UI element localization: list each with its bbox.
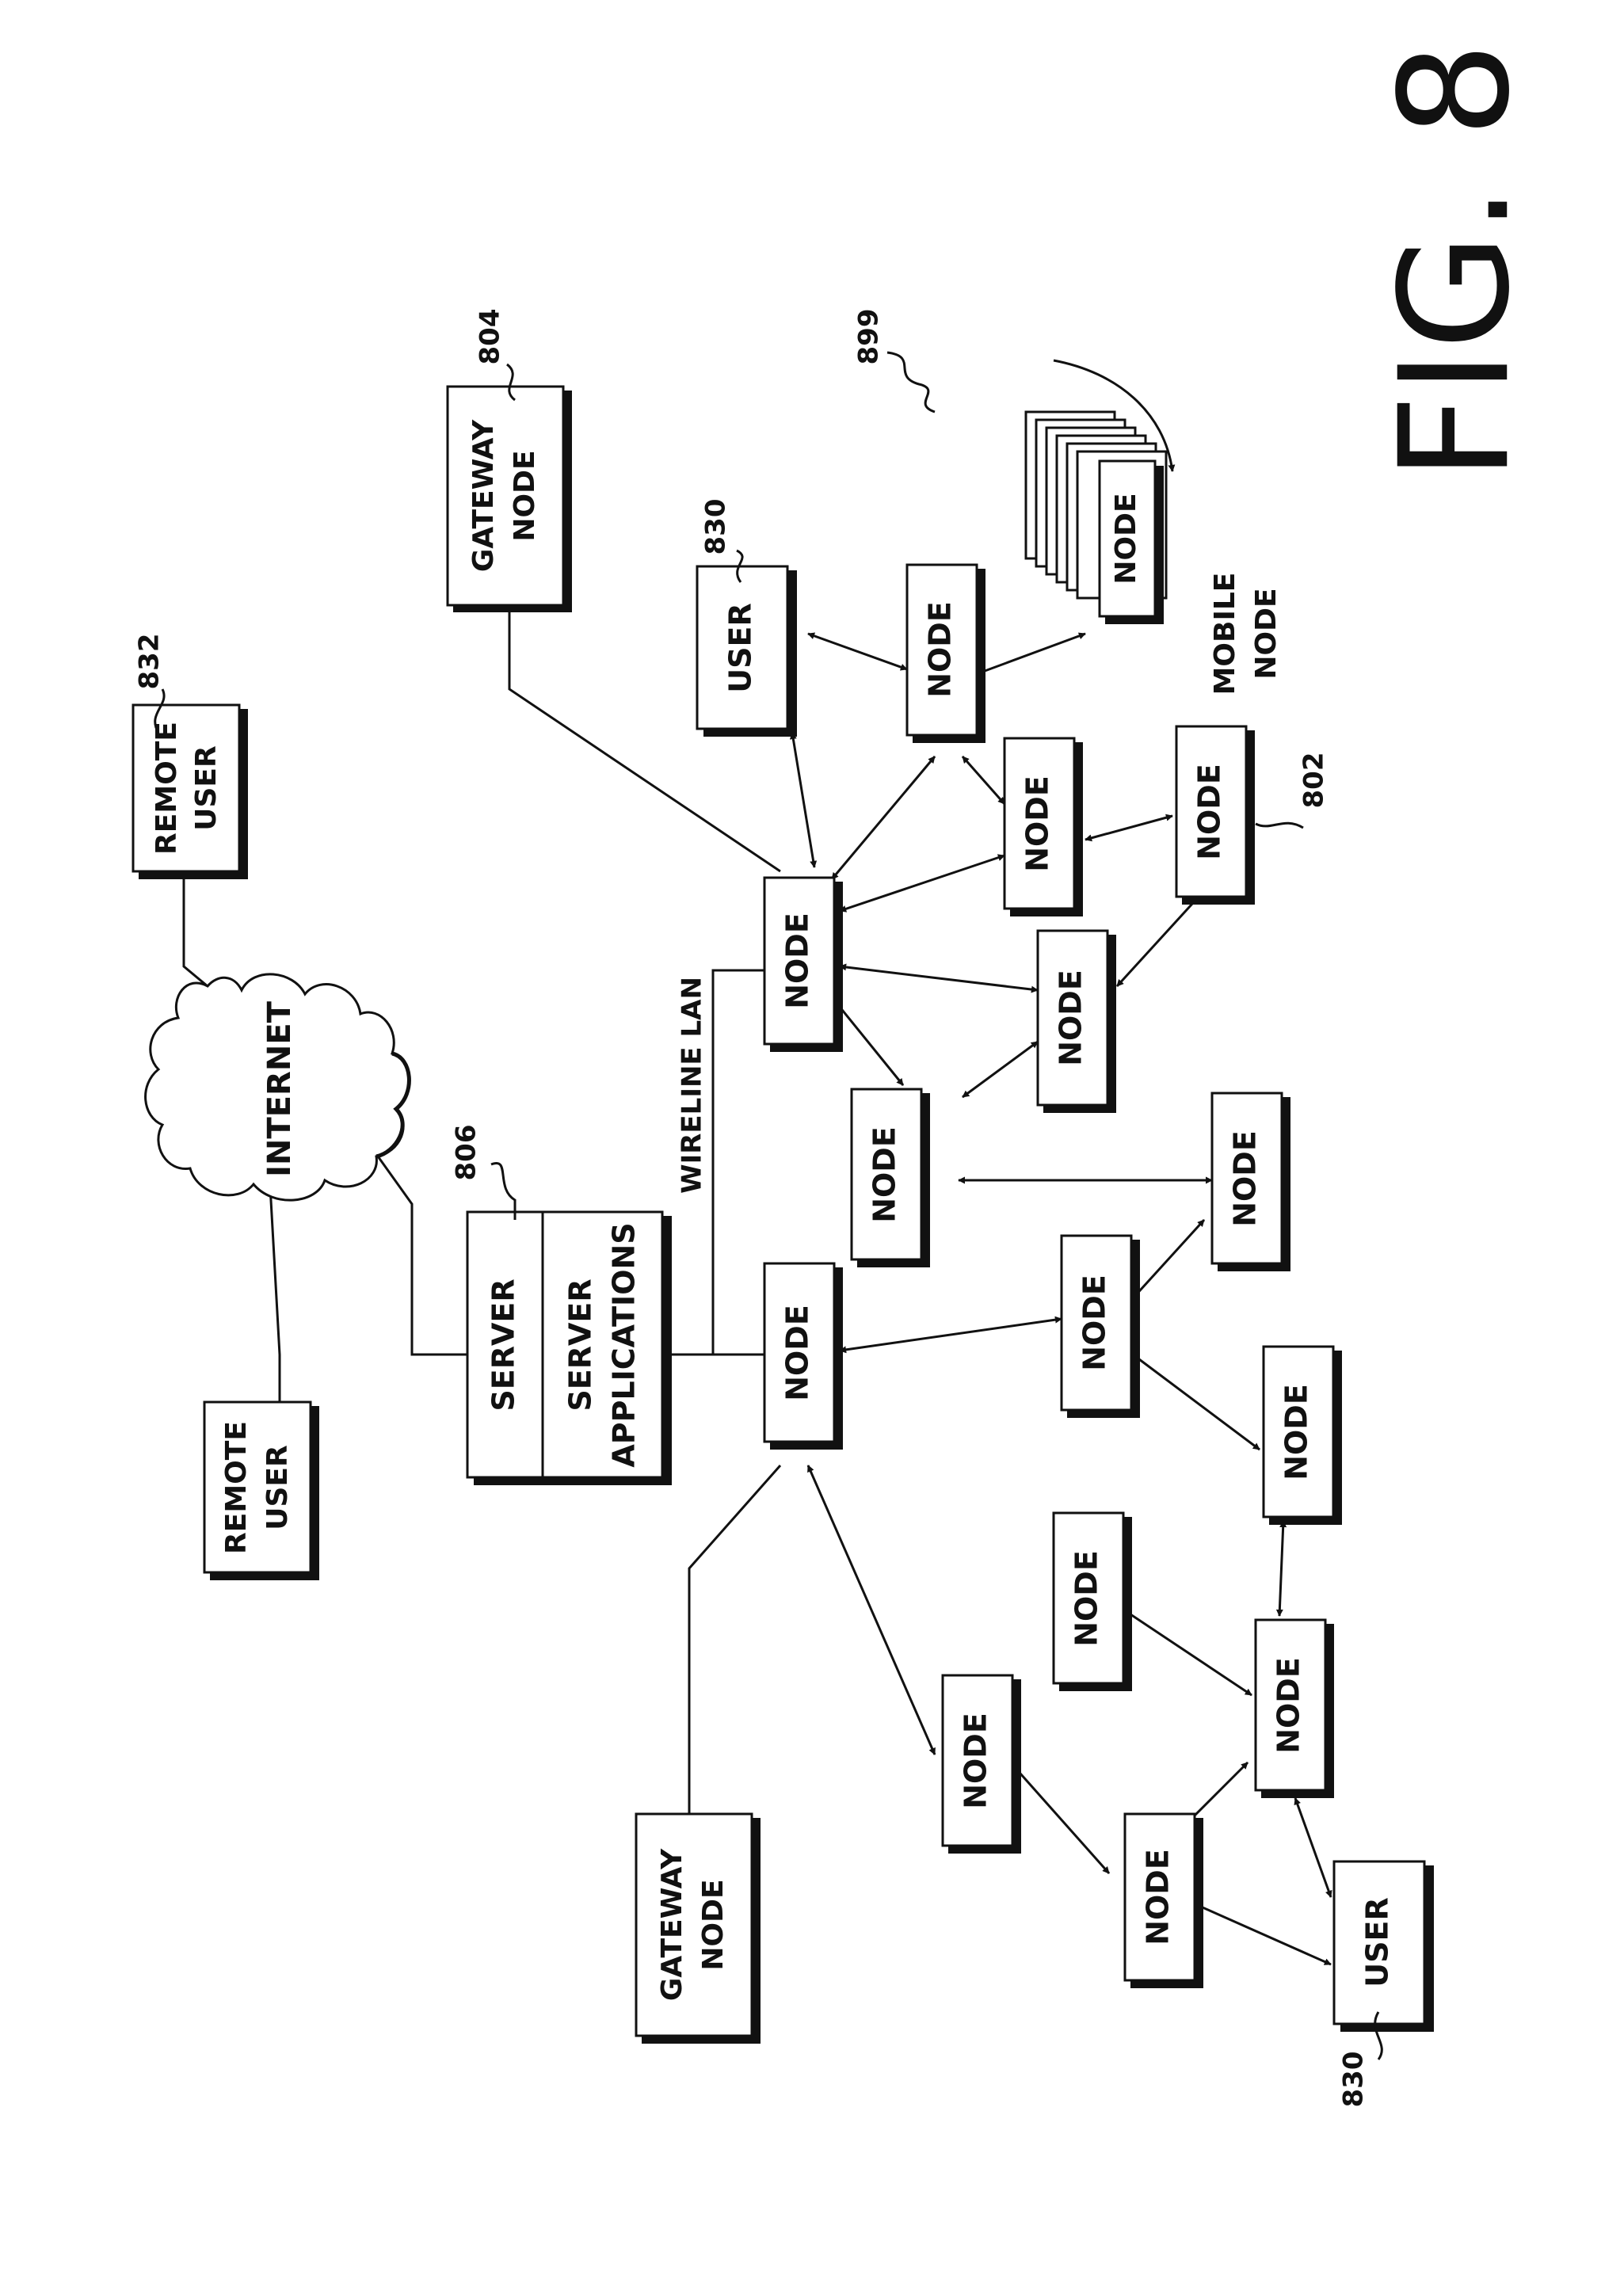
remote-user-label-2: USER	[190, 745, 223, 830]
node-lower-4: NODE	[1125, 1814, 1203, 1988]
node-middle-1: NODE	[1038, 931, 1116, 1113]
ref-830: 830	[700, 499, 732, 555]
reference-806: 806	[451, 1125, 516, 1220]
wired-connections	[184, 606, 780, 1814]
node-label: NODE	[1279, 1384, 1314, 1480]
gateway-label-1: GATEWAY	[467, 419, 500, 572]
gateway-node-804: GATEWAY NODE	[448, 387, 572, 612]
node-label: NODE	[1069, 1550, 1104, 1647]
remote-user-label-2: USER	[261, 1445, 294, 1530]
internet-label: INTERNET	[261, 1000, 298, 1177]
gateway-label-2: NODE	[509, 450, 541, 541]
user-label: USER	[723, 603, 758, 692]
node-label: NODE	[1110, 493, 1142, 584]
remote-user-bottom: REMOTE USER	[204, 1402, 319, 1580]
node-label: NODE	[923, 601, 958, 698]
node-middle-3: NODE	[1212, 1093, 1290, 1271]
user-830-top: USER	[697, 566, 797, 737]
gateway-label-2: NODE	[697, 1879, 730, 1970]
node-label: NODE	[1077, 1275, 1112, 1371]
ref-830: 830	[1338, 2052, 1370, 2108]
node-label: NODE	[780, 1305, 815, 1401]
node-label: NODE	[780, 913, 815, 1009]
ref-832: 832	[134, 634, 166, 690]
wireline-lan-label: WIRELINE LAN	[677, 977, 708, 1194]
node-label: NODE	[1192, 764, 1227, 860]
node-label: NODE	[1054, 970, 1088, 1066]
server-applications-label-2: APPLICATIONS	[607, 1222, 642, 1467]
node-upper-2: NODE	[1005, 738, 1083, 916]
node-main-top: NODE	[764, 878, 843, 1052]
mobile-node-stack: NODE	[1026, 360, 1172, 624]
node-label: NODE	[1271, 1657, 1306, 1754]
node-middle-4: NODE	[1062, 1236, 1140, 1418]
server-806: SERVER SERVER APPLICATIONS	[467, 1212, 672, 1485]
node-main-bottom: NODE	[764, 1263, 843, 1450]
node-label: NODE	[1020, 775, 1055, 872]
node-label: NODE	[959, 1713, 993, 1809]
node-label: NODE	[1141, 1849, 1176, 1945]
node-label: NODE	[1228, 1130, 1263, 1227]
node-middle-5: NODE	[1264, 1347, 1342, 1525]
reference-899: 899	[853, 309, 936, 412]
user-label: USER	[1360, 1897, 1395, 1987]
user-830-bottom: USER	[1334, 1861, 1434, 2032]
remote-user-label-1: REMOTE	[151, 722, 183, 855]
ref-804: 804	[475, 309, 506, 365]
node-upper-1: NODE	[907, 565, 985, 743]
ref-802: 802	[1298, 753, 1330, 809]
remote-user-label-1: REMOTE	[220, 1421, 253, 1554]
node-lower-2: NODE	[1256, 1620, 1334, 1798]
mobile-node-label-1: MOBILE	[1209, 573, 1241, 695]
node-802: NODE	[1176, 726, 1255, 905]
internet-cloud: INTERNET	[146, 974, 410, 1200]
ref-899: 899	[853, 309, 885, 365]
server-label: SERVER	[486, 1278, 521, 1411]
gateway-node-bottom: GATEWAY NODE	[636, 1814, 761, 2044]
node-middle-2: NODE	[852, 1089, 930, 1267]
node-lower-1: NODE	[1054, 1513, 1132, 1691]
figure-label: FIG. 8	[1367, 42, 1542, 481]
mobile-node-label-2: NODE	[1250, 588, 1283, 679]
remote-user-832: REMOTE USER	[133, 705, 248, 879]
node-label: NODE	[867, 1126, 902, 1223]
node-lower-3: NODE	[943, 1675, 1021, 1854]
server-applications-label-1: SERVER	[563, 1278, 598, 1411]
gateway-label-1: GATEWAY	[656, 1848, 688, 2001]
ref-806: 806	[451, 1125, 482, 1181]
reference-802: 802	[1256, 753, 1330, 828]
